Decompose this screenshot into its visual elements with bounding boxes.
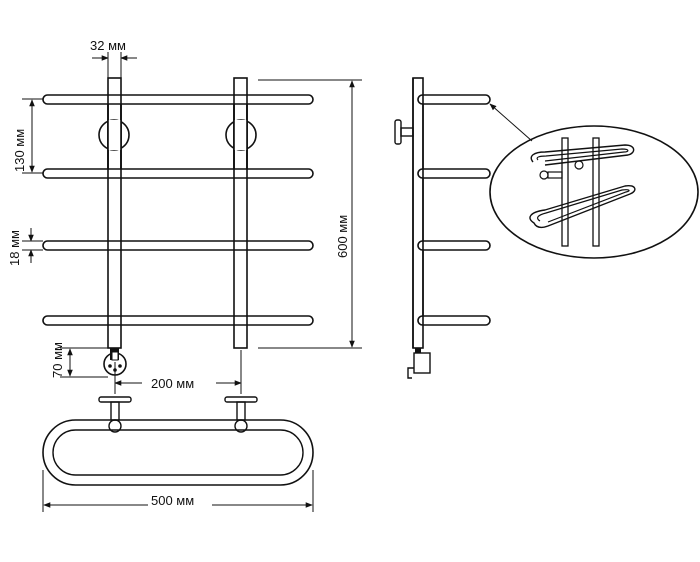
top-loop-inner xyxy=(52,429,304,476)
front-rung-3 xyxy=(42,240,314,251)
front-view xyxy=(42,77,314,376)
dim-total-width: 500 мм xyxy=(151,493,194,508)
side-heating-element xyxy=(407,348,431,379)
detail-leader-arrow xyxy=(489,103,533,142)
front-rungs xyxy=(42,94,314,326)
front-rung-2 xyxy=(42,168,314,179)
side-rungs xyxy=(417,94,491,326)
top-bracket-left xyxy=(98,396,132,433)
side-pipe xyxy=(412,77,424,349)
top-bracket-right xyxy=(224,396,258,433)
front-left-pipe xyxy=(107,77,122,349)
dim-mount-center: 200 мм xyxy=(151,376,194,391)
front-rung-1 xyxy=(42,94,314,105)
top-loop-outer xyxy=(42,419,314,486)
front-wall-mounts xyxy=(98,104,257,169)
dim-total-height: 600 мм xyxy=(335,215,350,258)
side-view xyxy=(394,77,533,379)
dim-rung-pitch: 130 мм xyxy=(12,129,27,172)
detail-view xyxy=(489,125,699,259)
side-wall-mount xyxy=(394,119,414,145)
dim-bottom-offset: 70 мм xyxy=(50,342,65,378)
dim-pipe-spacing: 32 мм xyxy=(90,38,126,53)
dim-rung-diameter: 18 мм xyxy=(7,230,22,266)
top-view xyxy=(42,396,314,486)
front-right-pipe xyxy=(233,77,248,349)
top-dimensions: 500 мм xyxy=(42,470,314,512)
detail-frame xyxy=(489,125,699,259)
front-rung-4 xyxy=(42,315,314,326)
front-dimensions: 32 мм 130 мм 18 мм 600 мм 70 мм 200 мм xyxy=(7,38,362,394)
